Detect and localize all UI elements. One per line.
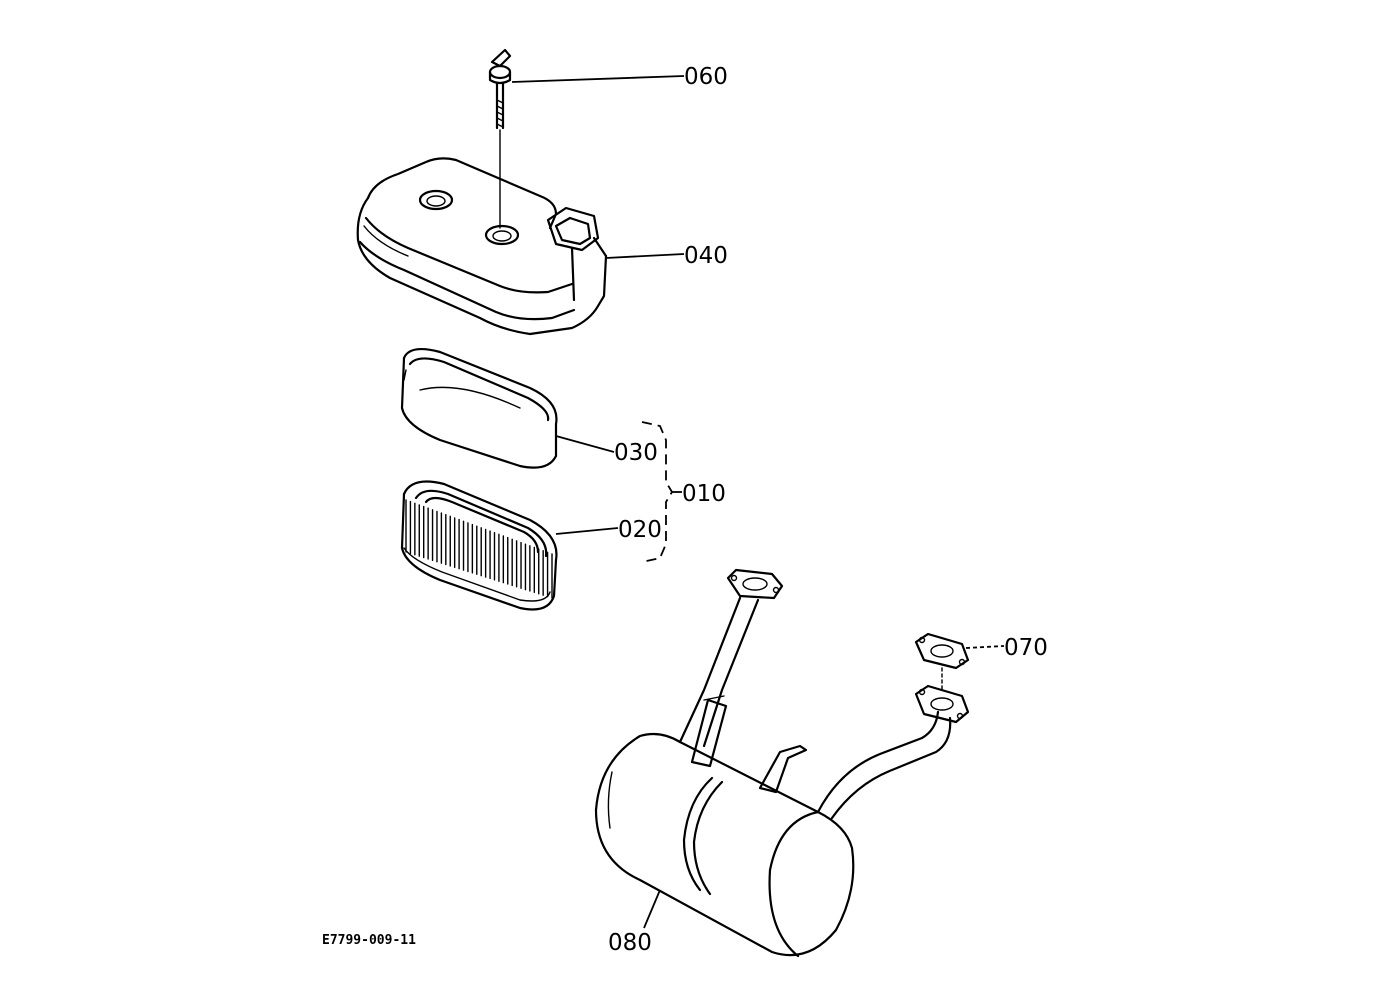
callout-070: 070 [1004, 635, 1048, 661]
drawing-reference: E7799-009-11 [322, 933, 416, 948]
part-070-gasket[interactable] [914, 632, 970, 691]
callout-030: 030 [614, 440, 658, 466]
part-030-outer-element[interactable] [400, 347, 558, 469]
part-080-muffler[interactable] [594, 568, 970, 958]
filter-pleats [405, 499, 553, 599]
part-020-filter-element[interactable] [400, 480, 558, 611]
callout-010: 010 [682, 481, 726, 507]
callout-020: 020 [618, 517, 662, 543]
part-060-wing-bolt[interactable] [488, 48, 512, 229]
part-040-cover[interactable] [356, 157, 608, 336]
callout-040: 040 [684, 243, 728, 269]
callout-060: 060 [684, 64, 728, 90]
leader-lines [511, 75, 1005, 929]
callout-080: 080 [608, 930, 652, 956]
